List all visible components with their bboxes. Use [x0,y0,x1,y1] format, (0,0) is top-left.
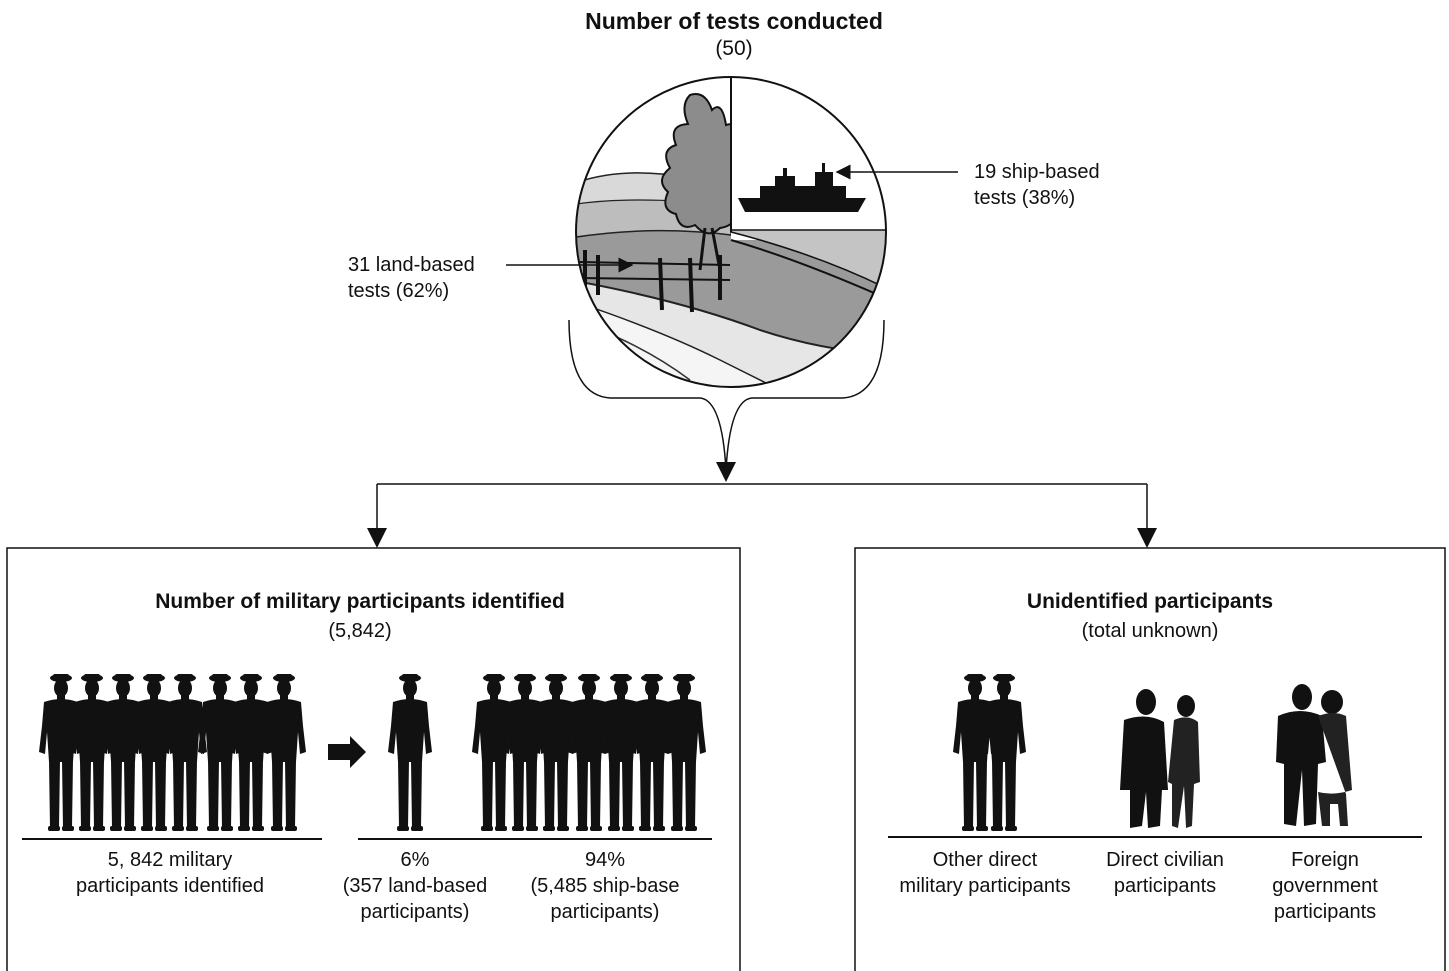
soldier-pair [953,674,1026,831]
civilian-label: Direct civilian participants [1090,847,1240,899]
top-total: (50) [715,37,753,60]
military-group-line1: 5, 842 military [107,849,233,871]
civilian-line1: Direct civilian [1106,849,1224,871]
ship-icon [738,163,866,212]
ship-participants-label: 94% (5,485 ship-base participants) [515,847,695,925]
arrow-right-icon [328,736,366,768]
land-participants-line2: (357 land-based [342,875,488,897]
land-participants-line3: participants) [360,901,470,923]
left-box-title: Number of military participants identifi… [155,590,565,613]
left-box-total: (5,842) [328,620,392,642]
ship-participants-line2: (5,485 ship-base [530,875,680,897]
foreign-label: Foreign government participants [1250,847,1400,925]
military-group-label: 5, 842 military participants identified [40,847,300,899]
soldier-single [388,674,432,831]
land-label: 31 land-based tests (62%) [348,252,508,304]
left-box-frame [6,547,741,971]
ship-participants-line3: participants) [550,901,660,923]
right-box-frame [854,547,1446,971]
land-participants-line1: 6% [400,849,430,871]
other-military-label: Other direct military participants [885,847,1085,899]
foreign-line3: participants [1273,901,1377,923]
land-label-line1: 31 land-based [348,254,475,276]
civilian-couple-icon [1120,689,1200,828]
military-group-line2: participants identified [76,875,264,897]
ship-label-line1: 19 ship-based [974,161,1100,183]
foreign-couple-icon [1276,684,1352,826]
land-scene-icon [575,76,887,388]
right-box-total: (total unknown) [1081,620,1219,642]
foreign-line1: Foreign [1291,849,1359,871]
right-box-title: Unidentified participants [1026,590,1274,613]
other-military-line2: military participants [899,875,1071,897]
ship-label: 19 ship-based tests (38%) [974,159,1154,211]
land-participants-label: 6% (357 land-based participants) [330,847,500,925]
ship-label-line2: tests (38%) [974,187,1076,209]
soldier-group-3 [472,674,706,831]
foreign-line2: government [1272,875,1378,897]
soldier-group-1 [39,674,306,831]
other-military-line1: Other direct [932,849,1038,871]
land-label-line2: tests (62%) [348,280,450,302]
top-title: Number of tests conducted [585,8,883,34]
ship-participants-line1: 94% [584,849,626,871]
civilian-line2: participants [1113,875,1217,897]
